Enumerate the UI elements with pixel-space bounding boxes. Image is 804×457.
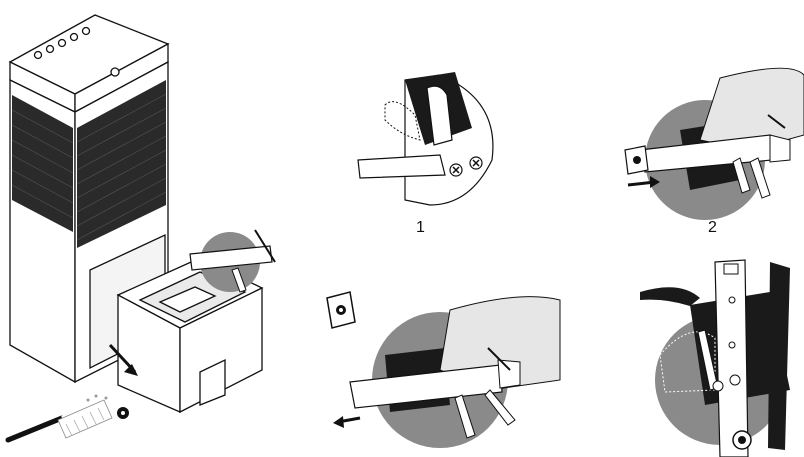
screw-icon	[730, 375, 740, 385]
step1-label: 1	[416, 219, 425, 236]
float-part-icon	[327, 292, 355, 328]
step2-illustration	[625, 68, 804, 220]
step1-illustration	[358, 72, 493, 205]
cleaning-brush-icon	[8, 395, 112, 441]
screw-cap-icon	[117, 407, 129, 419]
screw-icon	[713, 381, 723, 391]
step2-label: 2	[708, 219, 717, 236]
step4-illustration	[640, 260, 790, 457]
pull-arrow-icon	[333, 416, 360, 428]
step3-illustration	[327, 292, 560, 448]
